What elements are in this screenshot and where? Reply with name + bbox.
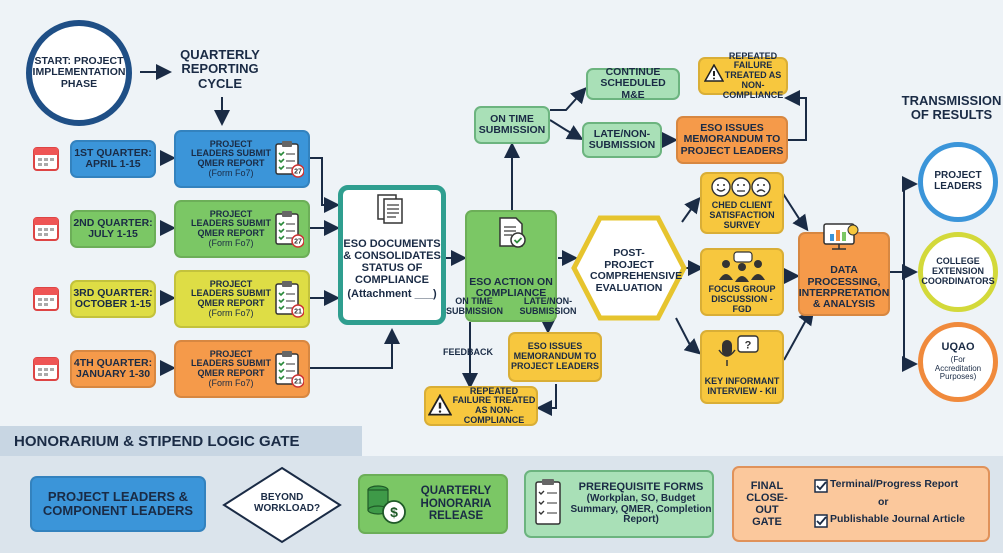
arrow-memo-repeat-bottom bbox=[536, 384, 557, 416]
arrow-ontime-continue bbox=[550, 87, 587, 111]
arrow-eval-survey bbox=[681, 196, 701, 223]
release-box: QUARTERLY HONORARIA RELEASE bbox=[358, 474, 508, 534]
ontime-bottom-label: ON TIME SUBMISSION bbox=[446, 296, 504, 316]
calendar-icon bbox=[33, 217, 59, 241]
analytics-monitor-icon bbox=[823, 223, 859, 250]
workload-label: BEYOND WORKLOAD? bbox=[254, 492, 321, 514]
arrow-eval-kii bbox=[675, 317, 702, 355]
submit-q1-box: PROJECT LEADERS SUBMIT QMER REPORT (Form… bbox=[174, 130, 310, 188]
recipient-extension-coordinators: COLLEGE EXTENSION COORDINATORS bbox=[918, 232, 998, 312]
transmission-title: TRANSMISSION OF RESULTS bbox=[901, 93, 1002, 123]
ontime-top-box: ON TIME SUBMISSION bbox=[474, 106, 550, 144]
repeat-top-box: REPEATED FAILURE TREATED AS NON-COMPLIAN… bbox=[698, 51, 788, 99]
start-node: START: PROJECT IMPLEMENTATION PHASE bbox=[26, 20, 132, 126]
closeout-article-label: Publishable Journal Article bbox=[830, 513, 965, 525]
closeout-or-label: or bbox=[878, 496, 889, 508]
arrow-survey-processing bbox=[781, 191, 809, 232]
submit-q3-box: PROJECT LEADERS SUBMIT QMER REPORT (Form… bbox=[174, 270, 310, 328]
checkbox-checked-icon bbox=[814, 479, 828, 493]
calendar-badge-number: 27 bbox=[294, 239, 302, 246]
quarter-3-label: 3RD QUARTER: OCTOBER 1-15 bbox=[70, 280, 156, 318]
svg-text:$: $ bbox=[390, 504, 398, 520]
memo-top-box: ESO ISSUES MEMORANDUM TO PROJECT LEADERS bbox=[676, 116, 788, 164]
clipboard-checklist-icon: 21 bbox=[275, 281, 304, 318]
coins-money-icon: $ bbox=[367, 485, 406, 524]
warning-icon bbox=[428, 394, 452, 416]
arrow-memo-repeat bbox=[784, 90, 807, 141]
clipboard-checklist-icon: 27 bbox=[275, 211, 304, 248]
closeout-panel bbox=[732, 466, 990, 542]
feedback-label: FEEDBACK bbox=[442, 347, 493, 357]
svg-text:?: ? bbox=[745, 340, 752, 352]
action-box: ESO ACTION ON COMPLIANCE bbox=[465, 210, 557, 322]
clipboard-checklist-icon: 21 bbox=[275, 351, 304, 388]
clipboard-checklist-icon: 27 bbox=[275, 141, 304, 178]
late-top-box: LATE/NON-SUBMISSION bbox=[582, 122, 662, 158]
warning-icon bbox=[704, 64, 724, 82]
gate-leaders-box: PROJECT LEADERS & COMPONENT LEADERS bbox=[30, 476, 206, 532]
checkbox-checked-icon bbox=[814, 514, 828, 528]
calendar-badge-number: 27 bbox=[294, 169, 302, 176]
quarter-1-label: 1ST QUARTER: APRIL 1-15 bbox=[70, 140, 156, 178]
quarter-4-label: 4TH QUARTER: JANUARY 1-30 bbox=[70, 350, 156, 388]
memo-bottom-box: ESO ISSUES MEMORANDUM TO PROJECT LEADERS bbox=[508, 332, 602, 382]
recipient-project-leaders: PROJECT LEADERS bbox=[918, 142, 998, 222]
recipient-uqao: UQAO (For Accreditation Purposes) bbox=[918, 322, 998, 402]
quarterly-cycle-label: QUARTERLY REPORTING CYCLE bbox=[180, 47, 260, 91]
arrow-ontime-late bbox=[549, 119, 584, 140]
document-icon bbox=[377, 194, 403, 224]
gate-title: HONORARIUM & STIPEND LOGIC GATE bbox=[14, 432, 300, 450]
arrow-submit1-consolidate bbox=[310, 157, 340, 213]
processing-box: DATA PROCESSING, INTERPRETATION & ANALYS… bbox=[798, 232, 890, 316]
calendar-icon bbox=[33, 357, 59, 381]
calendar-icon bbox=[33, 287, 59, 311]
continue-box: CONTINUE SCHEDULED M&E bbox=[586, 66, 680, 100]
evaluation-hexagon bbox=[571, 215, 687, 321]
group-discussion-icon bbox=[719, 251, 765, 282]
calendar-icon bbox=[33, 147, 59, 171]
arrow-kii-processing bbox=[783, 308, 815, 361]
smiley-faces-icon bbox=[711, 177, 771, 197]
gate-title-banner: HONORARIUM & STIPEND LOGIC GATE bbox=[0, 426, 362, 456]
calendar-badge-number: 21 bbox=[294, 379, 302, 386]
closeout-label: FINAL CLOSE-OUT GATE bbox=[746, 480, 788, 529]
late-bottom-label: LATE/NON-SUBMISSION bbox=[519, 296, 577, 316]
document-check-icon bbox=[499, 217, 526, 248]
arrow-submit4-consolidate bbox=[310, 328, 400, 369]
clipboard-checklist-icon bbox=[535, 479, 561, 525]
workload-diamond bbox=[222, 466, 342, 544]
evaluation-label: POST-PROJECT COMPREHENSIVE EVALUATION bbox=[590, 247, 683, 294]
calendar-badge-number: 21 bbox=[294, 309, 302, 316]
microphone-icon: ? bbox=[718, 335, 759, 366]
quarter-2-label: 2ND QUARTER: JULY 1-15 bbox=[70, 210, 156, 248]
closeout-report-label: Terminal/Progress Report bbox=[830, 478, 959, 490]
